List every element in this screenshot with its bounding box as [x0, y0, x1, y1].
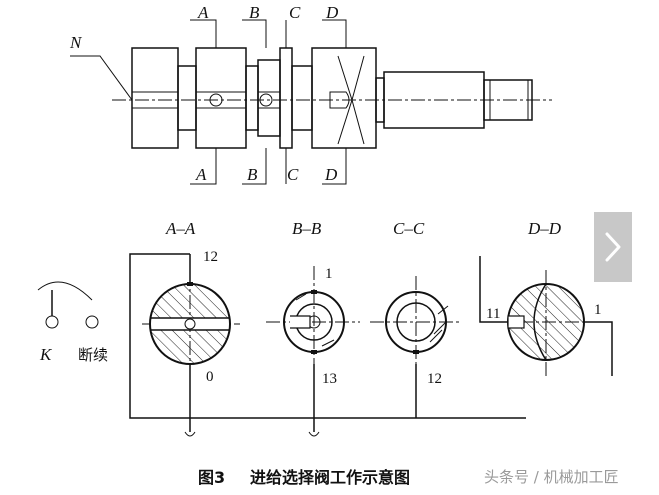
- section-label-a-bottom: A: [195, 165, 207, 184]
- section-label-b-top: B: [249, 3, 260, 22]
- label-k: K: [39, 345, 53, 364]
- watermark: 头条号 / 机械加工匠: [484, 468, 619, 486]
- section-label-d-bottom: D: [324, 165, 338, 184]
- section-bb: 1 13: [266, 266, 360, 387]
- next-image-button[interactable]: [594, 212, 632, 282]
- chevron-right-icon: [605, 232, 621, 262]
- aa-number-bottom: 0: [206, 369, 214, 385]
- section-dd: 11 1: [486, 270, 602, 376]
- section-label-b-bottom: B: [247, 165, 258, 184]
- section-title-aa: A–A: [165, 219, 196, 238]
- bb-number-bottom: 13: [322, 371, 337, 387]
- section-label-a-top: A: [197, 3, 209, 22]
- label-break: 断续: [78, 346, 108, 364]
- figure-caption: 进给选择阀工作示意图: [250, 468, 410, 487]
- section-aa: 12 0: [142, 249, 240, 385]
- section-label-d-top: D: [325, 3, 339, 22]
- section-title-cc: C–C: [393, 219, 425, 238]
- spool-side-view: A B C D A B C D N: [69, 3, 552, 185]
- dd-number-right: 1: [594, 302, 602, 318]
- section-cc: 12: [370, 276, 462, 387]
- aa-number-top: 12: [203, 249, 218, 265]
- section-title-dd: D–D: [527, 219, 562, 238]
- section-label-c-top: C: [289, 3, 301, 22]
- dd-number-left: 11: [486, 306, 500, 322]
- bb-number-top: 1: [325, 266, 333, 282]
- section-label-c-bottom: C: [287, 165, 299, 184]
- switch-symbol: K 断续: [37, 281, 108, 364]
- section-title-bb: B–B: [292, 219, 322, 238]
- label-n: N: [69, 33, 83, 52]
- cc-number-bottom: 12: [427, 371, 442, 387]
- figure-number: 图3: [198, 468, 225, 487]
